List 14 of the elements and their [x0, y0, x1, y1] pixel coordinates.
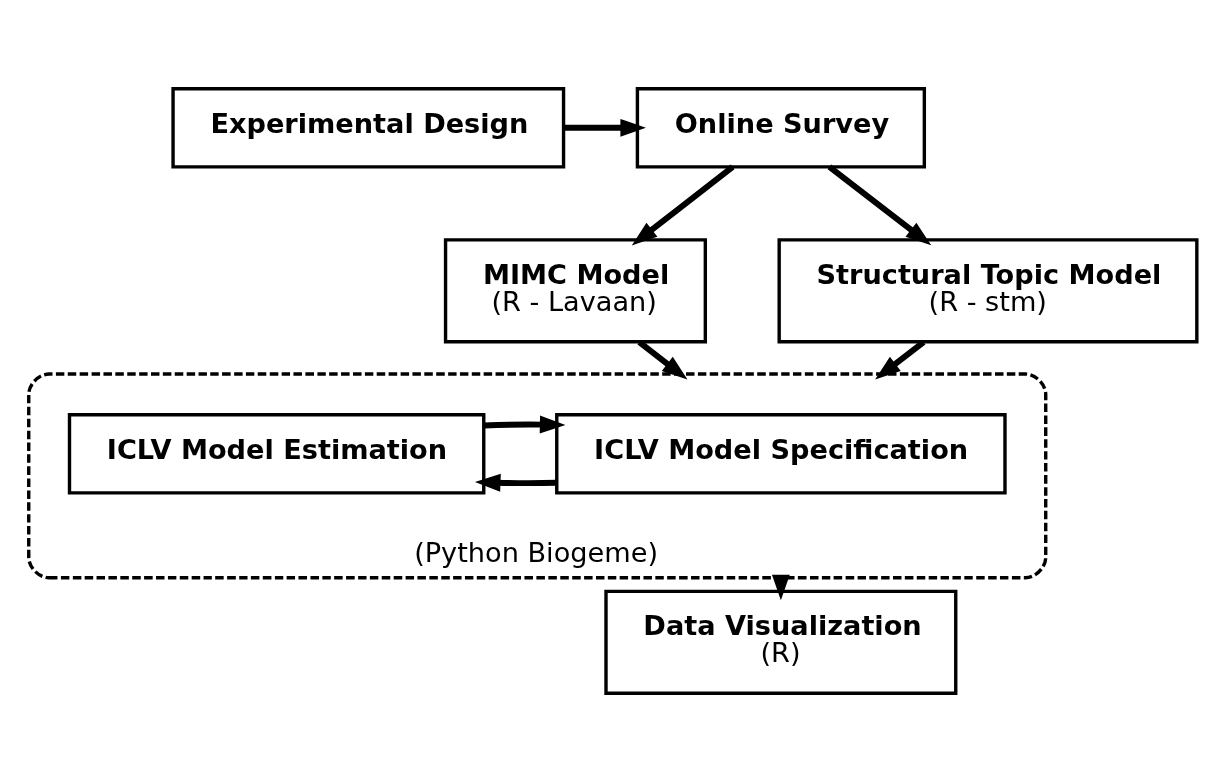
node-box: Structural Topic Model (R - stm) [777, 237, 1199, 343]
node-box: ICLV Model Specification [555, 412, 1007, 495]
arrow [637, 339, 688, 380]
node-box: Online Survey [635, 86, 927, 169]
arrow [483, 415, 566, 433]
node-box: MIMC Model (R - Lavaan) [443, 237, 708, 343]
node-box: ICLV Model Estimation [67, 412, 486, 495]
node-box: Experimental Design [171, 86, 566, 169]
node-box: Data Visualization (R) [604, 589, 958, 695]
arrow [564, 118, 646, 137]
arrow [474, 473, 557, 492]
arrow [875, 339, 926, 379]
arrow [631, 164, 735, 245]
arrow [827, 164, 932, 245]
